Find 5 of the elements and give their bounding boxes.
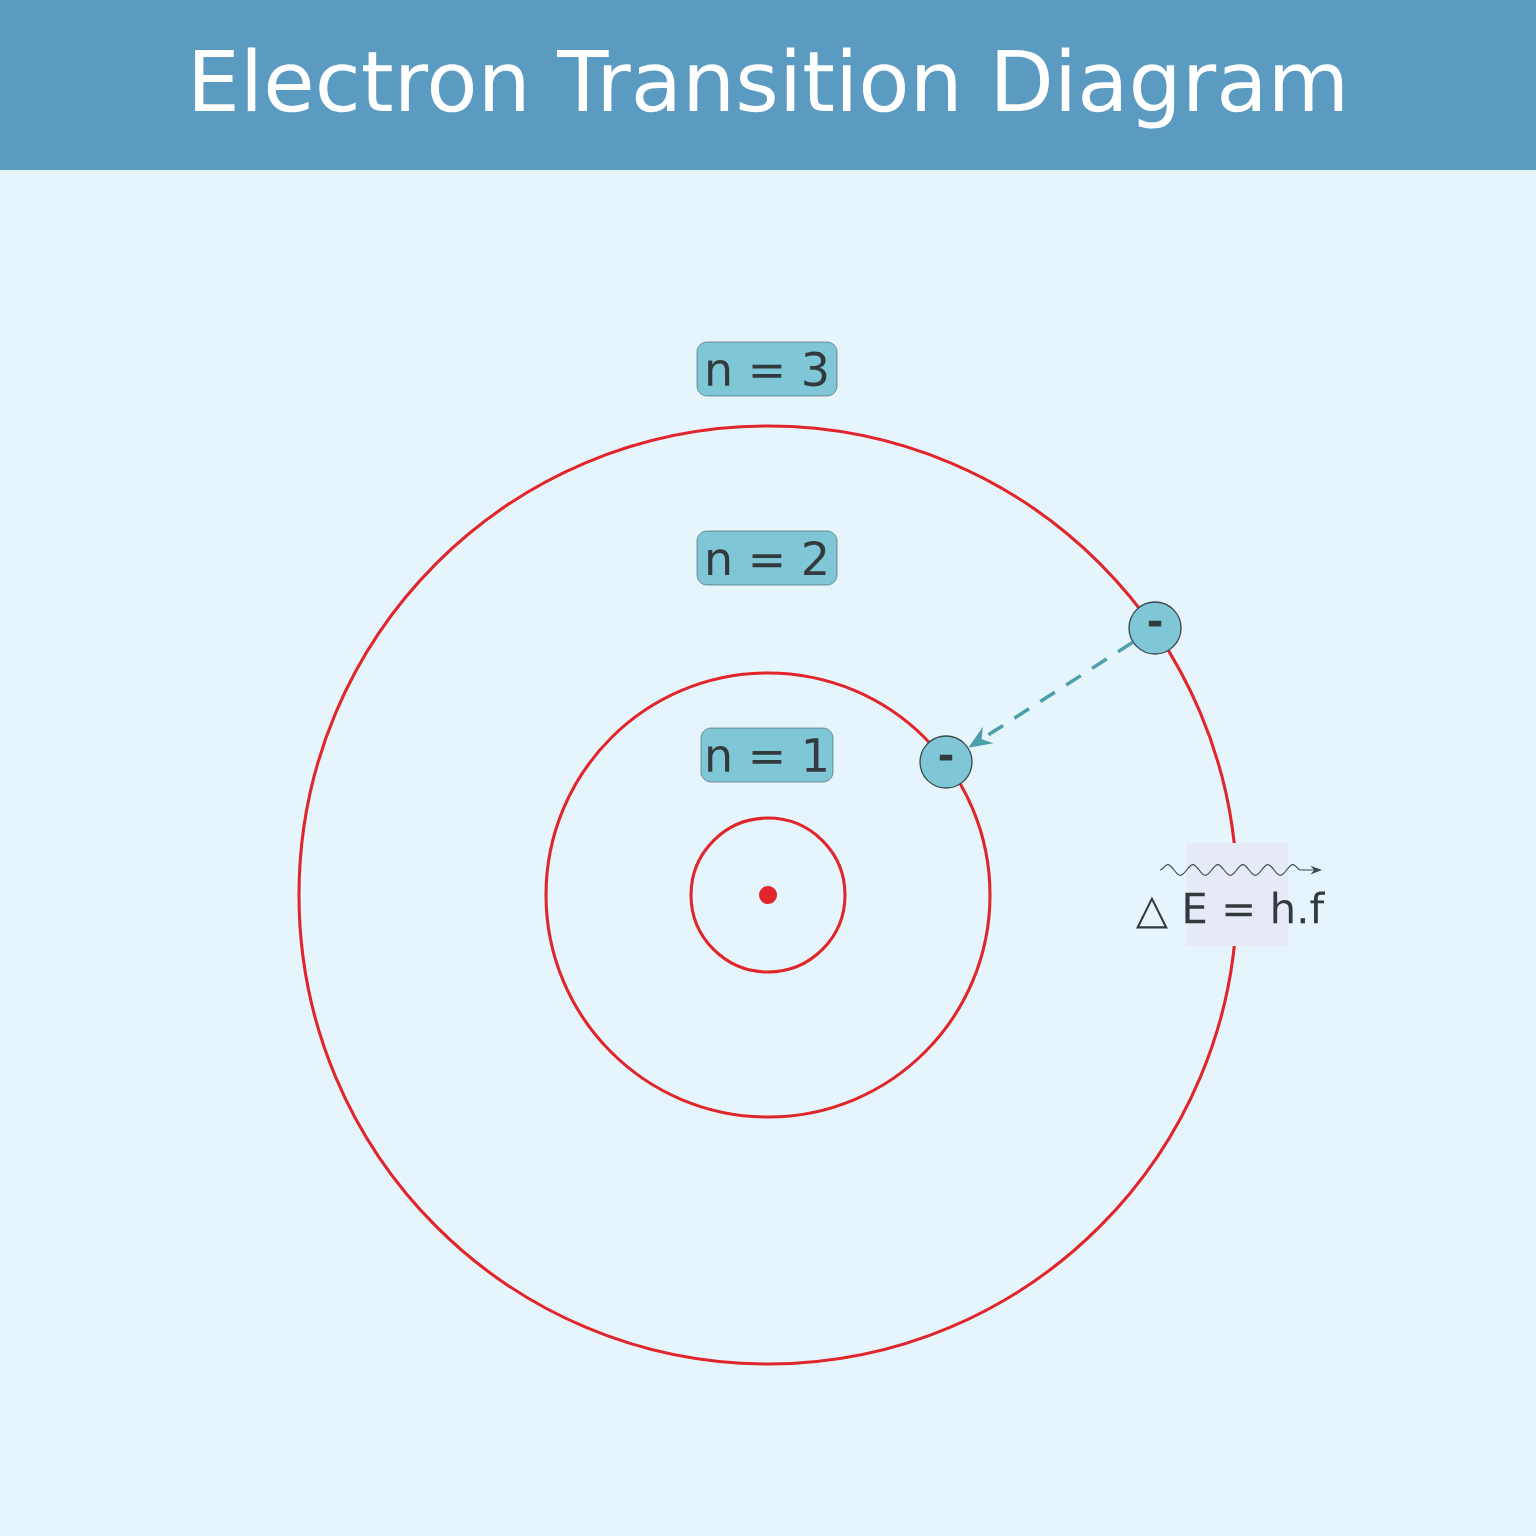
title-banner: Electron Transition Diagram — [0, 0, 1536, 170]
energy-level-label: n = 2 — [696, 530, 838, 586]
energy-level-label: n = 1 — [700, 727, 834, 783]
energy-level-label: n = 3 — [696, 341, 838, 397]
energy-equation: △ E = h.f — [1135, 843, 1326, 946]
